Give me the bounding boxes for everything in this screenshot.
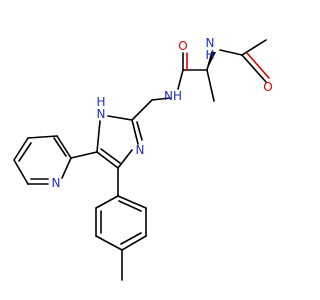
bond-acetyl-c-n bbox=[219, 49, 243, 56]
atom-n-imidazole-nh: N bbox=[97, 107, 106, 121]
bond-c5-pyridine bbox=[70, 151, 98, 159]
atom-n-acetyl: N bbox=[206, 36, 215, 50]
atom-label-layer: O N H O NH H N N N bbox=[52, 36, 273, 190]
bond-n3-c2-a bbox=[131, 119, 139, 145]
bond-py-c3-c4 bbox=[27, 135, 58, 139]
bond-alpha-wedge bbox=[207, 52, 216, 70]
atom-h-acetyl: H bbox=[205, 48, 214, 62]
bond-py-n-c2 bbox=[61, 157, 72, 179]
atom-n-imidazole: N bbox=[136, 143, 145, 157]
bond-c5-c4-a bbox=[96, 151, 119, 169]
bond-tol-4-5-b bbox=[120, 232, 142, 245]
bond-layer bbox=[13, 39, 270, 281]
bond-acetyl-methyl bbox=[241, 39, 267, 56]
bond-py-c5-c6 bbox=[13, 159, 29, 185]
bond-n3-c2-b bbox=[136, 121, 143, 141]
bond-carbonyl-nh bbox=[177, 69, 184, 90]
bond-tol-3-4 bbox=[95, 235, 123, 251]
bond-tol-6-1-b bbox=[118, 200, 142, 212]
bond-tol-4-5-a bbox=[121, 235, 147, 251]
atom-h-imidazole: H bbox=[96, 95, 105, 109]
bond-py-c2-c3-a bbox=[56, 135, 72, 159]
bond-acetyl-co-right bbox=[246, 52, 270, 79]
atom-nh-linker: NH bbox=[164, 89, 182, 103]
bond-py-c2-c3-b bbox=[53, 137, 67, 157]
bond-c2-n1h bbox=[107, 115, 133, 121]
bond-tol-6-1-a bbox=[117, 195, 147, 209]
atom-o-alanine: O bbox=[178, 39, 187, 53]
atom-o-acetyl: O bbox=[263, 80, 272, 94]
bond-acetyl-co-left bbox=[241, 54, 267, 83]
bond-n1h-c5 bbox=[96, 120, 101, 153]
bond-tol-1-2 bbox=[95, 195, 119, 209]
bond-ch2-c2 bbox=[131, 99, 153, 121]
bond-py-c4-c5-a bbox=[13, 137, 29, 161]
bond-alpha-methyl bbox=[206, 69, 215, 102]
bond-c4-n3 bbox=[117, 149, 133, 169]
atom-n-pyridine: N bbox=[52, 176, 61, 190]
bond-py-c4-c5-b bbox=[18, 142, 32, 162]
molecule-structure-diagram: O N H O NH H N N N bbox=[13, 36, 273, 281]
bond-nh-ch2 bbox=[151, 97, 171, 101]
bond-c5-c4-b bbox=[100, 148, 121, 164]
